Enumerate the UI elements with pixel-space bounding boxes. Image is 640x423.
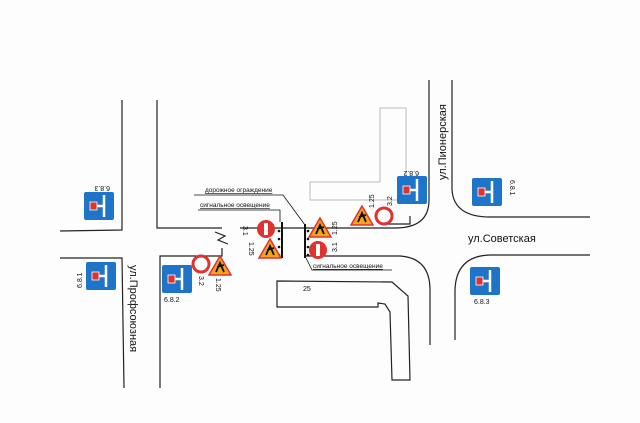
no-vehicles-sign-icon xyxy=(374,206,394,226)
sign-label: 6.8.2 xyxy=(403,169,419,176)
sign-label: 6.8.3 xyxy=(474,299,490,306)
sign-label: 3.1 xyxy=(241,226,248,236)
sign-label: 6.8.1 xyxy=(508,180,515,196)
building-number: 25 xyxy=(303,286,311,293)
building-25 xyxy=(276,280,411,381)
dead-end-sign-icon xyxy=(470,176,504,208)
signal-lighting-label-top: сигнальное освещение xyxy=(200,202,270,209)
sign-label: 3.1 xyxy=(332,242,339,252)
sign-label: 6.8.1 xyxy=(77,272,84,288)
no-vehicles-sign-icon xyxy=(191,254,211,274)
street-sovetskaya: ул.Советская xyxy=(468,233,536,245)
road-works-sign-icon xyxy=(208,255,232,276)
no-entry-sign-icon xyxy=(257,220,275,238)
building-upper xyxy=(309,107,407,201)
no-entry-sign-icon xyxy=(309,241,327,259)
road-lines xyxy=(59,80,590,389)
sign-label: 3.2 xyxy=(387,196,394,206)
street-pionerskaya: ул.Пионерская xyxy=(437,104,449,180)
sign-label: 1.25 xyxy=(214,278,221,292)
dead-end-sign-icon xyxy=(160,263,194,295)
road-works-sign-icon xyxy=(258,238,282,259)
sign-label: 6.8.2 xyxy=(164,297,180,304)
sign-label: 1.25 xyxy=(369,194,376,208)
dead-end-sign-icon xyxy=(84,260,118,292)
dead-end-sign-icon xyxy=(468,265,502,297)
sign-label: 6.8.3 xyxy=(94,184,110,191)
road-barrier-label: дорожное ограждение xyxy=(205,187,273,194)
sign-label: 1.25 xyxy=(332,221,339,235)
dead-end-sign-icon xyxy=(82,190,116,222)
sign-label: 3.2 xyxy=(197,276,204,286)
signal-lighting-label-bottom: сигнальное освещение xyxy=(313,263,383,270)
dead-end-sign-icon xyxy=(395,174,429,206)
road-barrier xyxy=(194,194,392,271)
street-profsoyuznaya: ул.Профсоюзная xyxy=(127,265,139,352)
sign-label: 1.25 xyxy=(247,242,254,256)
